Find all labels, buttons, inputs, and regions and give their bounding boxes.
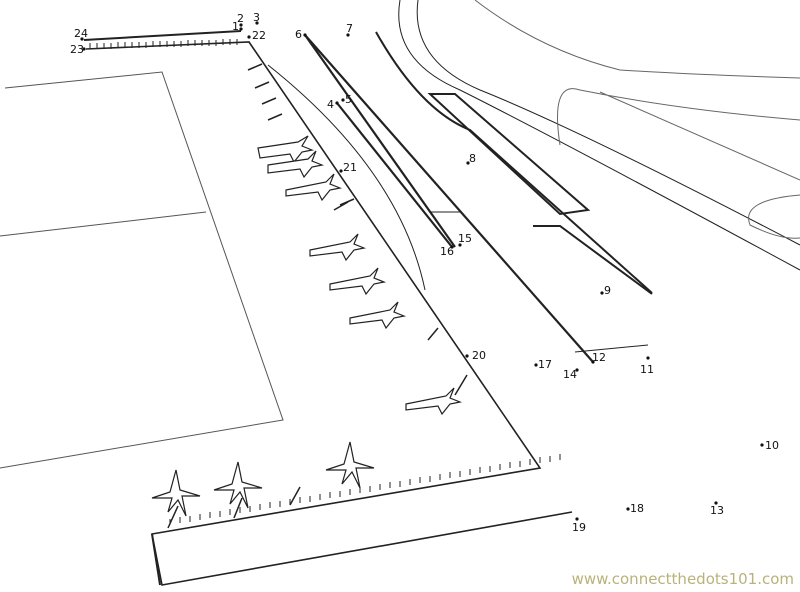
dot-17: 17 bbox=[534, 358, 552, 371]
dot-6: 6 bbox=[295, 28, 307, 41]
dot-2: 2 bbox=[237, 12, 244, 27]
dot-16: 16 bbox=[440, 245, 454, 258]
road-2 bbox=[336, 102, 453, 248]
svg-text:6: 6 bbox=[295, 28, 302, 41]
dot-12: 12 bbox=[591, 351, 606, 364]
airplane-icon bbox=[213, 461, 263, 509]
svg-text:14: 14 bbox=[563, 368, 577, 381]
dot-3: 3 bbox=[253, 11, 260, 25]
dot-13: 13 bbox=[710, 501, 724, 517]
dot-9: 9 bbox=[600, 284, 611, 297]
dot-21: 21 bbox=[339, 161, 357, 174]
svg-text:21: 21 bbox=[343, 161, 357, 174]
svg-text:8: 8 bbox=[469, 152, 476, 165]
svg-text:15: 15 bbox=[458, 232, 472, 245]
airplane-icon bbox=[257, 135, 315, 164]
airplane-icon bbox=[405, 387, 463, 416]
airplane-icon bbox=[285, 173, 343, 202]
dot-7: 7 bbox=[346, 22, 353, 37]
svg-text:3: 3 bbox=[253, 11, 260, 24]
svg-text:9: 9 bbox=[604, 284, 611, 297]
airplane-icon bbox=[349, 301, 407, 330]
dot-19: 19 bbox=[572, 517, 586, 534]
apron-divider bbox=[0, 211, 207, 237]
dot-11: 11 bbox=[640, 356, 654, 376]
dot-15: 15 bbox=[458, 232, 472, 247]
svg-text:20: 20 bbox=[472, 349, 486, 362]
airplanes bbox=[151, 135, 463, 517]
dot-24: 24 bbox=[74, 27, 88, 41]
road-1 bbox=[304, 34, 456, 248]
dot-1: 1 bbox=[232, 20, 243, 33]
dot-22: 22 bbox=[247, 29, 266, 42]
dot-14: 14 bbox=[563, 368, 579, 381]
airplane-icon bbox=[325, 441, 375, 489]
svg-text:16: 16 bbox=[440, 245, 454, 258]
dot-8: 8 bbox=[466, 152, 476, 165]
svg-text:22: 22 bbox=[252, 29, 266, 42]
svg-text:19: 19 bbox=[572, 521, 586, 534]
watermark: www.connectthedots101.com bbox=[571, 570, 794, 588]
airplane-icon bbox=[329, 267, 387, 296]
svg-text:5: 5 bbox=[345, 93, 352, 106]
svg-text:1: 1 bbox=[232, 20, 239, 33]
dot-23: 23 bbox=[70, 43, 86, 56]
svg-text:13: 13 bbox=[710, 504, 724, 517]
svg-text:7: 7 bbox=[346, 22, 353, 35]
dot-20: 20 bbox=[465, 349, 486, 362]
svg-text:2: 2 bbox=[237, 12, 244, 25]
svg-text:10: 10 bbox=[765, 439, 779, 452]
dots: 1 2 3 4 5 6 7 8 9 10 11 12 13 14 15 16 1… bbox=[70, 11, 779, 534]
apron-outline bbox=[0, 71, 284, 469]
svg-text:4: 4 bbox=[327, 98, 334, 111]
pier-top-line bbox=[83, 30, 242, 41]
svg-text:17: 17 bbox=[538, 358, 552, 371]
airplane-icon bbox=[151, 469, 201, 517]
terminal-curve bbox=[267, 64, 426, 291]
airplane-icon bbox=[309, 233, 367, 262]
terminal-outline bbox=[85, 41, 573, 586]
road-3 bbox=[304, 34, 594, 363]
airplane-icon bbox=[267, 150, 325, 179]
dot-10: 10 bbox=[760, 439, 779, 452]
svg-text:23: 23 bbox=[70, 43, 84, 56]
svg-text:18: 18 bbox=[630, 502, 644, 515]
dot-5: 5 bbox=[341, 93, 352, 106]
building bbox=[427, 93, 591, 216]
dot-4: 4 bbox=[327, 98, 339, 111]
dot-18: 18 bbox=[626, 502, 644, 515]
svg-text:11: 11 bbox=[640, 363, 654, 376]
svg-text:12: 12 bbox=[592, 351, 606, 364]
outer-road bbox=[398, 0, 800, 271]
svg-text:24: 24 bbox=[74, 27, 88, 40]
